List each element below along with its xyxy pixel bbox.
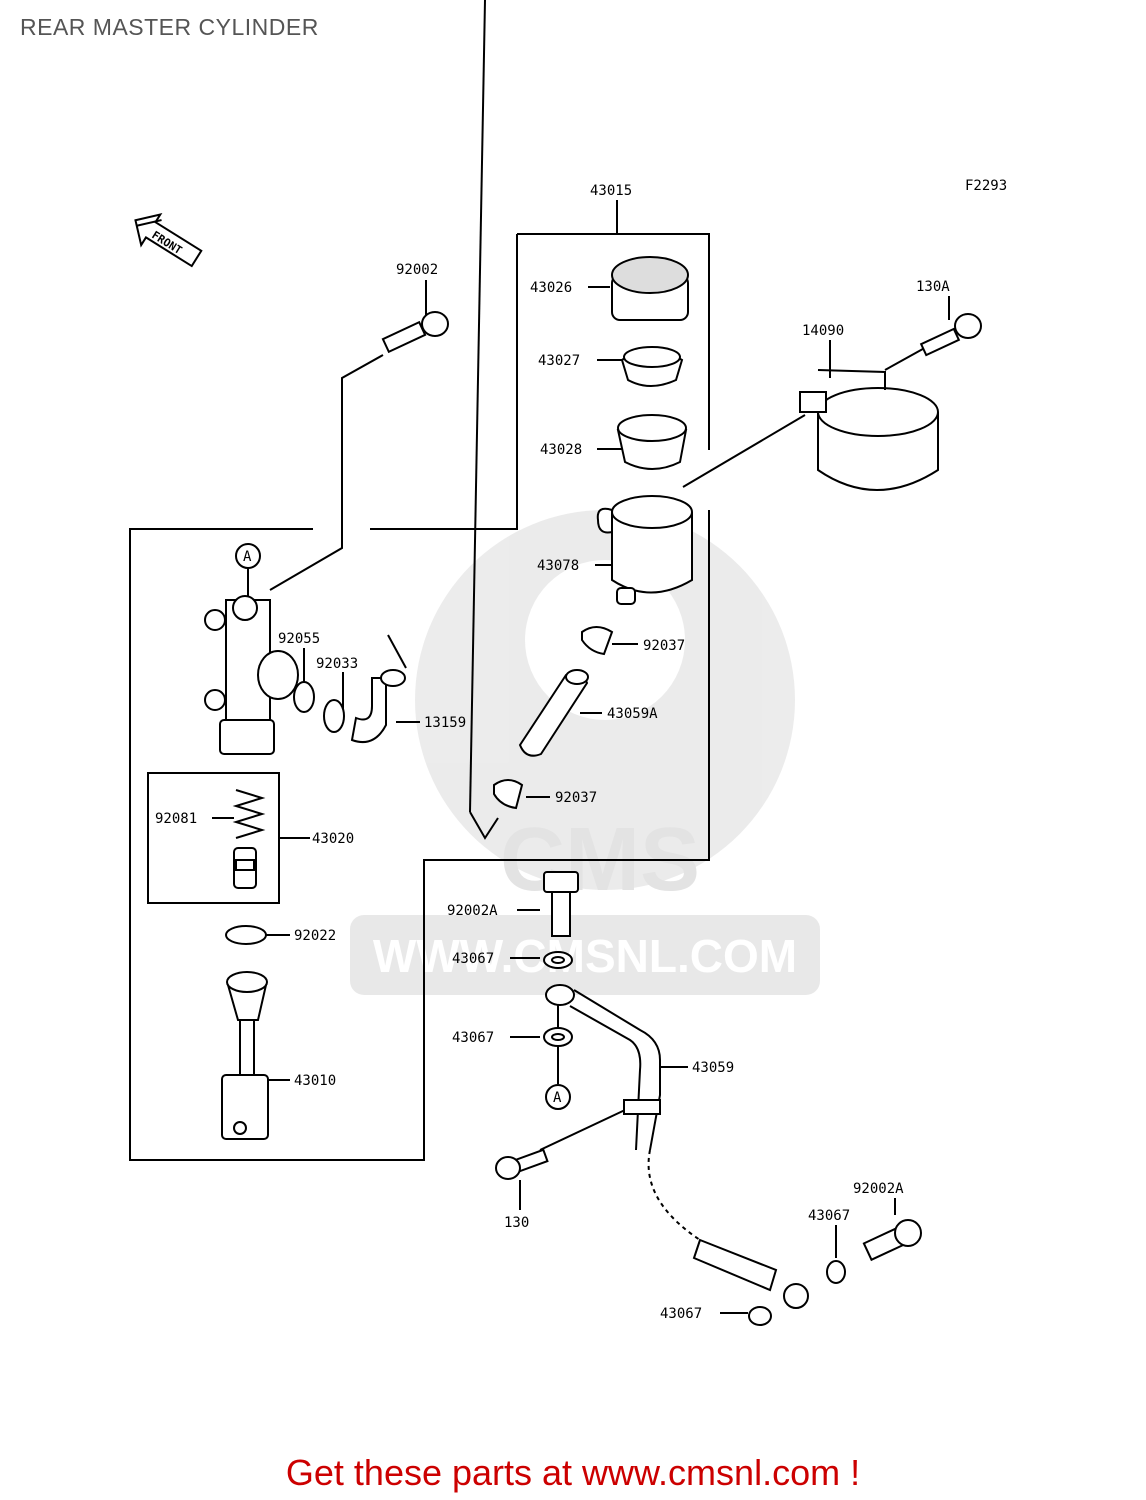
part-banjo-bolt-92002A-upper xyxy=(543,871,579,937)
part-hose-43059A xyxy=(518,669,589,757)
part-diaphragm-43028 xyxy=(616,414,688,470)
part-bracket-14090 xyxy=(799,369,939,491)
part-bolt-130 xyxy=(495,1148,549,1180)
part-clamp-92037-upper xyxy=(581,626,614,656)
part-banjo-bolt-92002A-lower xyxy=(862,1219,922,1262)
part-spring-92081 xyxy=(232,789,266,839)
part-washer-43067-d xyxy=(748,1306,772,1326)
label-130: 130 xyxy=(504,1215,529,1231)
label-43027: 43027 xyxy=(538,353,580,369)
part-cap-43026 xyxy=(611,256,689,321)
part-fitting-13159 xyxy=(350,669,406,744)
part-reservoir-43078 xyxy=(596,495,693,605)
part-pushrod-43010 xyxy=(221,971,269,1140)
ref-a-top: A xyxy=(243,549,252,565)
part-hose-43059 xyxy=(545,984,701,1241)
watermark: CMS WWW.CMSNL.COM xyxy=(350,510,820,995)
part-washer-43067-b xyxy=(543,1027,573,1047)
label-43026: 43026 xyxy=(530,280,572,296)
footer-promo-text: Get these parts at www.cmsnl.com ! xyxy=(285,1452,861,1493)
part-circlip-92022 xyxy=(225,925,267,945)
label-43067-b: 43067 xyxy=(452,1030,494,1046)
part-clamp-92037-lower xyxy=(493,779,524,810)
page-title: REAR MASTER CYLINDER xyxy=(20,14,319,40)
part-washer-43067-a xyxy=(543,951,573,969)
label-130A: 130A xyxy=(916,279,950,295)
label-92002A-lower: 92002A xyxy=(853,1181,904,1197)
part-bolt-130A xyxy=(919,313,982,357)
ref-a-bottom: A xyxy=(553,1090,562,1106)
front-arrow-icon: FRONT xyxy=(134,213,203,268)
label-92055: 92055 xyxy=(278,631,320,647)
label-43010: 43010 xyxy=(294,1073,336,1089)
label-92002: 92002 xyxy=(396,262,438,278)
label-13159: 13159 xyxy=(424,715,466,731)
part-bolt-92002 xyxy=(381,311,449,354)
label-92081: 92081 xyxy=(155,811,197,827)
label-92022: 92022 xyxy=(294,928,336,944)
part-washer-43067-c xyxy=(826,1260,846,1284)
label-92037-upper: 92037 xyxy=(643,638,685,654)
watermark-url: WWW.CMSNL.COM xyxy=(373,930,797,982)
part-hose-end xyxy=(692,1238,809,1309)
label-43059A: 43059A xyxy=(607,706,658,722)
label-43067-c: 43067 xyxy=(808,1208,850,1224)
label-92037-lower: 92037 xyxy=(555,790,597,806)
label-43028: 43028 xyxy=(540,442,582,458)
label-43015: 43015 xyxy=(590,183,632,199)
part-oring-92055 xyxy=(293,681,315,713)
part-cylinder-body xyxy=(204,595,299,755)
label-14090: 14090 xyxy=(802,323,844,339)
label-43067-d: 43067 xyxy=(660,1306,702,1322)
label-43059: 43059 xyxy=(692,1060,734,1076)
leader-lines xyxy=(212,0,950,1314)
figure-code: F2293 xyxy=(965,178,1007,194)
label-92002A-upper: 92002A xyxy=(447,903,498,919)
part-piston-43020 xyxy=(233,847,257,889)
part-plate-43027 xyxy=(620,346,684,387)
label-43067-a: 43067 xyxy=(452,951,494,967)
label-92033: 92033 xyxy=(316,656,358,672)
label-43020: 43020 xyxy=(312,831,354,847)
part-circlip-92033 xyxy=(323,699,345,733)
label-43078: 43078 xyxy=(537,558,579,574)
